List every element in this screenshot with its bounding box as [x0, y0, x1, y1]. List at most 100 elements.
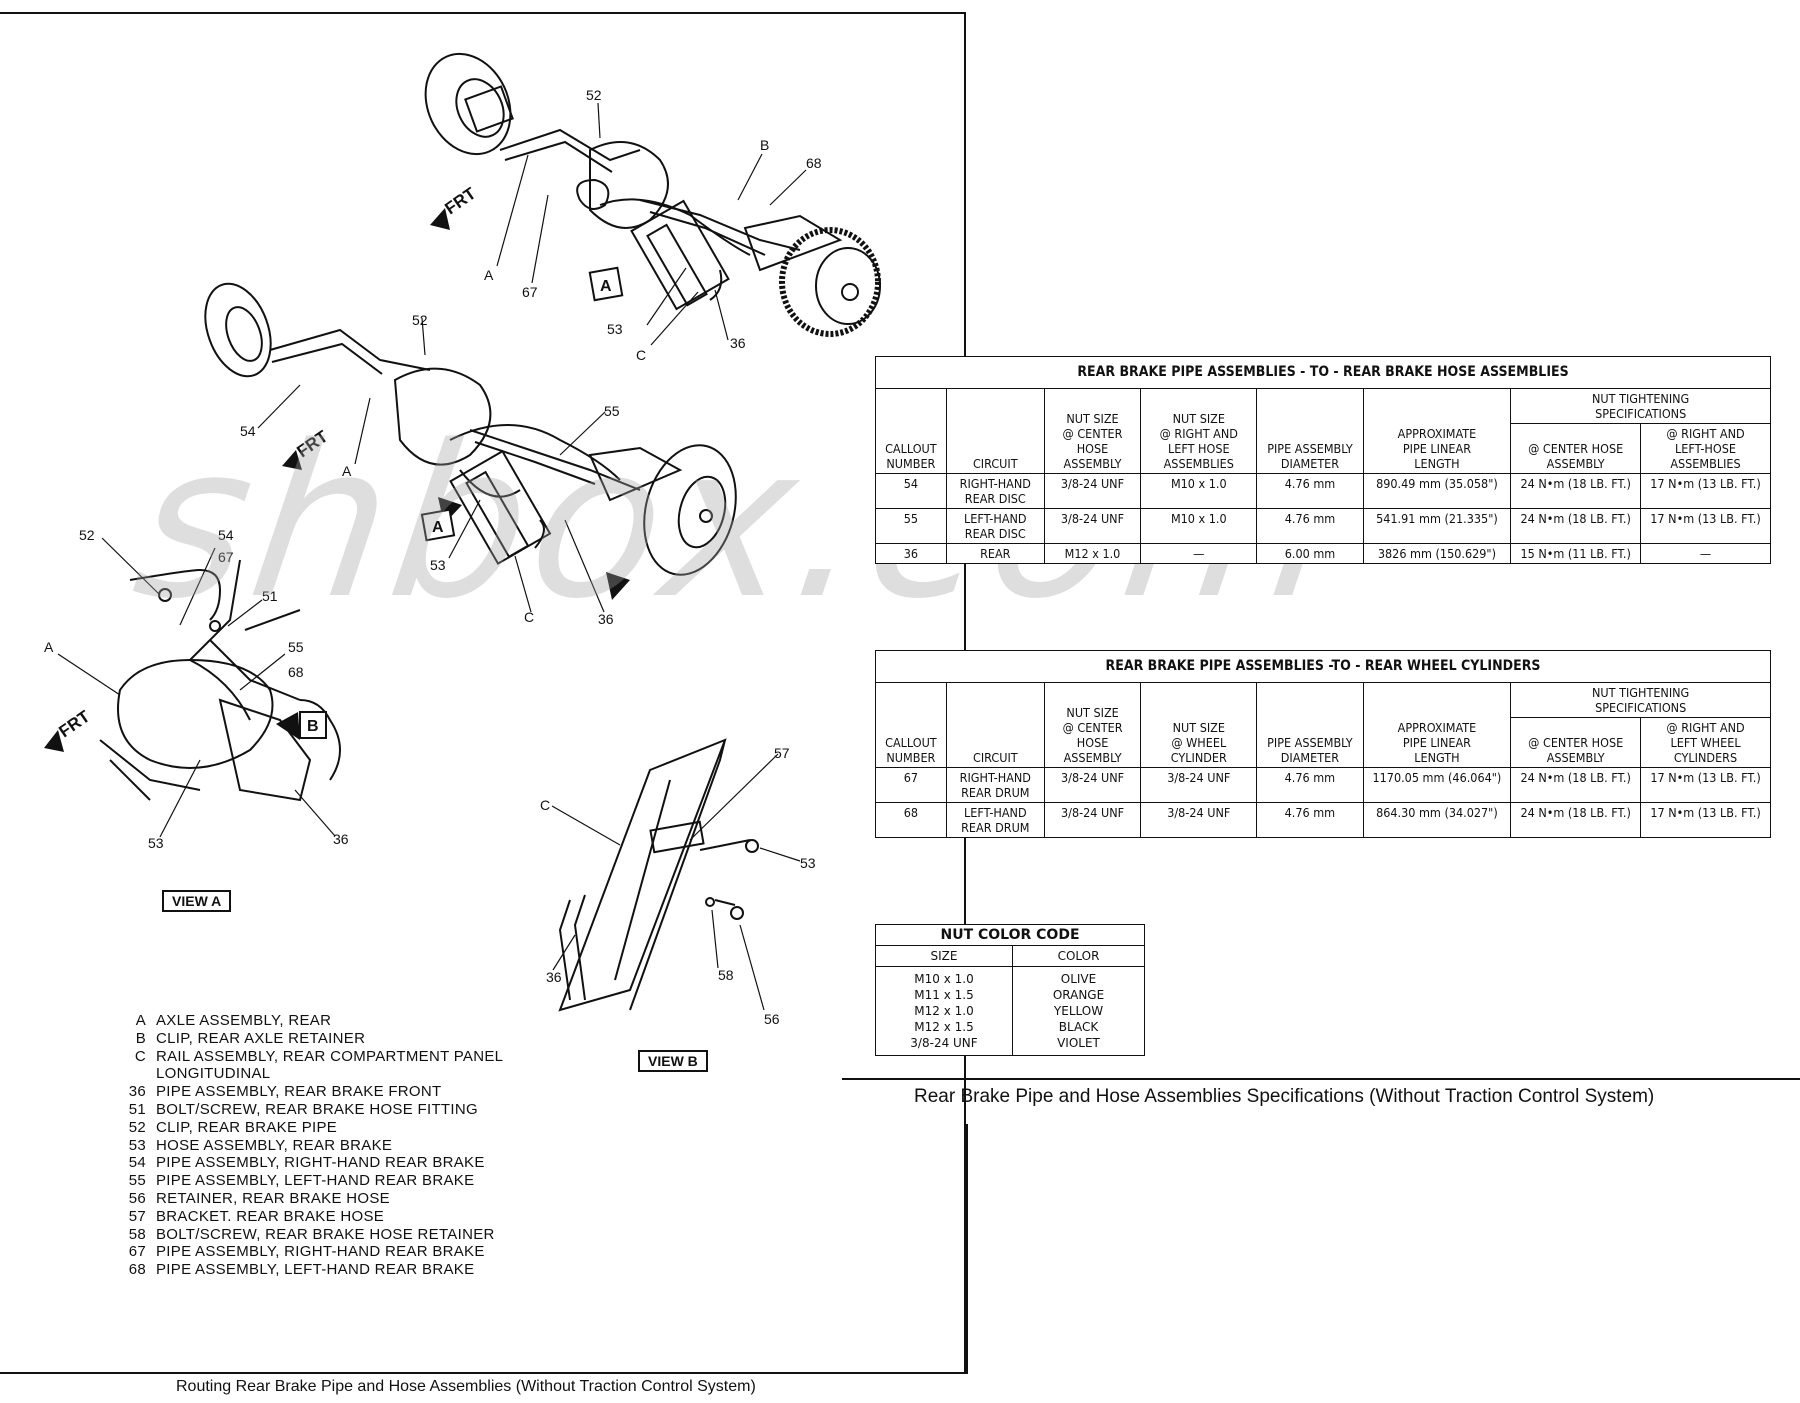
table-cell: 4.76 mm [1256, 802, 1364, 838]
table-cell: M10 x 1.0 [1140, 473, 1258, 509]
view-marker-a-upper: A [600, 278, 612, 295]
table-cell: 24 N•m (18 LB. FT.) [1510, 508, 1641, 544]
view-a-label: VIEW A [162, 890, 232, 912]
legend-text: LONGITUDINAL [156, 1065, 271, 1083]
callout-67-view-a: 67 [218, 549, 234, 565]
table-cell: M10 x 1.0 [1140, 508, 1258, 544]
middle-axle-disc [204, 282, 737, 576]
legend-key: 56 [128, 1189, 146, 1207]
table-cell: 4.76 mm [1256, 473, 1364, 509]
table-cell: 17 N•m (13 LB. FT.) [1640, 802, 1771, 838]
table-cell: 36 [875, 543, 947, 564]
legend-item: 53 HOSE ASSEMBLY, REAR BRAKE [116, 1137, 503, 1155]
legend-item: 68 PIPE ASSEMBLY, LEFT-HAND REAR BRAKE [116, 1261, 503, 1279]
table-cell: 3/8-24 UNF [1043, 473, 1142, 509]
callout-68-upper: 68 [806, 155, 822, 171]
legend-key [116, 1065, 156, 1083]
table-cell: 17 N•m (13 LB. FT.) [1640, 508, 1771, 544]
frt-arrows [44, 208, 630, 752]
view-marker-a-middle: A [432, 519, 444, 536]
table-cell: 24 N•m (18 LB. FT.) [1510, 473, 1641, 509]
nut-color-header-color: COLOR [1012, 945, 1145, 967]
legend-text: HOSE ASSEMBLY, REAR BRAKE [156, 1136, 393, 1154]
table-cell: 15 N•m (11 LB. FT.) [1510, 543, 1641, 564]
view-b-label: VIEW B [638, 1050, 708, 1072]
legend-text: RETAINER, REAR BRAKE HOSE [156, 1189, 390, 1207]
table-cell: 4.76 mm [1256, 767, 1364, 803]
legend-key: 68 [128, 1261, 146, 1279]
legend-key: 53 [128, 1136, 146, 1154]
right-caption-rule [842, 1078, 1800, 1080]
callout-a-middle: A [342, 463, 352, 479]
table-cell: 3/8-24 UNF [1140, 767, 1258, 803]
callout-57-view-b: 57 [774, 745, 790, 761]
legend-text: AXLE ASSEMBLY, REAR [156, 1012, 332, 1029]
callout-36-view-b: 36 [546, 969, 562, 985]
spec-table-hose: REAR BRAKE PIPE ASSEMBLIES - TO - REAR B… [875, 356, 1771, 564]
legend-key: C [134, 1047, 146, 1065]
table-cell: 17 N•m (13 LB. FT.) [1640, 473, 1771, 509]
table-cell: M12 x 1.0 [1043, 543, 1142, 564]
legend-text: PIPE ASSEMBLY, LEFT-HAND REAR BRAKE [156, 1261, 475, 1279]
callout-labels: 52 B 68 A 67 53 C 36 52 54 A 55 53 C 36 … [44, 87, 822, 1027]
table-cell: 6.00 mm [1256, 543, 1364, 564]
callout-54-view-a: 54 [218, 527, 234, 543]
callout-52-view-a: 52 [79, 527, 95, 543]
callout-56-view-b: 56 [764, 1011, 780, 1027]
right-frame-line [966, 1124, 968, 1374]
table-cell: 864.30 mm (34.027") [1362, 802, 1512, 838]
callout-c-upper: C [636, 347, 646, 363]
callout-b-upper: B [760, 137, 769, 153]
table1-title: REAR BRAKE PIPE ASSEMBLIES - TO - REAR B… [875, 356, 1771, 389]
callout-67-upper: 67 [522, 284, 538, 300]
table-cell: 3826 mm (150.629") [1362, 543, 1512, 564]
table-cell: REAR [945, 543, 1045, 564]
left-figure-caption: Routing Rear Brake Pipe and Hose Assembl… [176, 1378, 756, 1395]
legend-key: 52 [128, 1118, 146, 1136]
legend-text: CLIP, REAR AXLE RETAINER [156, 1029, 366, 1047]
view-a-illustration [99, 559, 341, 802]
table-cell: 67 [875, 767, 947, 803]
leader-lines [57, 102, 807, 1011]
callout-58-view-b: 58 [718, 967, 734, 983]
legend-text: RAIL ASSEMBLY, REAR COMPARTMENT PANEL [156, 1047, 504, 1065]
table-cell: 3/8-24 UNF [1043, 508, 1142, 544]
callout-52-upper: 52 [586, 87, 602, 103]
frt-label-middle: FRT [293, 426, 331, 461]
frt-label-view-a: FRT [55, 706, 93, 741]
callout-53-upper: 53 [607, 321, 623, 337]
legend-text: PIPE ASSEMBLY, RIGHT-HAND REAR BRAKE [156, 1154, 485, 1172]
legend-item: C RAIL ASSEMBLY, REAR COMPARTMENT PANEL [116, 1048, 503, 1066]
callout-51-view-a: 51 [262, 588, 278, 604]
callout-a-view-a: A [44, 639, 54, 655]
callout-c-view-b: C [540, 797, 550, 813]
callout-53-view-a: 53 [148, 835, 164, 851]
legend-key: 51 [128, 1100, 146, 1118]
table2-header-circuit: CIRCUIT [945, 682, 1045, 768]
nut-color-header-size: SIZE [875, 945, 1013, 967]
